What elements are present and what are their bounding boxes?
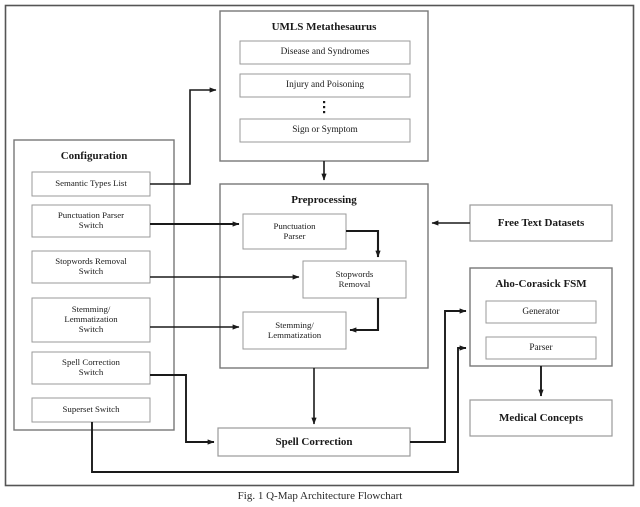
- connector-superset-to-aho-parser: [91, 345, 467, 473]
- aho-item-box-1: [485, 336, 597, 360]
- config-item-box-2: [31, 250, 151, 284]
- preproc-item-box-0: [242, 213, 347, 250]
- connector-semantic-to-umls: [150, 87, 217, 185]
- spell-correction-box: [217, 427, 411, 457]
- umls-item-box-1: [239, 73, 411, 98]
- config-item-box-5: [31, 397, 151, 423]
- connector-spell-correction-to-aho-generator: [410, 308, 467, 443]
- figure-frame: [4, 4, 635, 487]
- preproc-item-box-1: [302, 260, 407, 299]
- medical-concepts-box: [469, 399, 613, 437]
- connector-spell-switch-to-spell-correction: [150, 374, 215, 445]
- umls-ellipsis-dots: [323, 101, 326, 114]
- config-item-box-4: [31, 351, 151, 385]
- free-text-datasets-box: [469, 204, 613, 242]
- config-item-box-3: [31, 297, 151, 343]
- connector-stopwords-to-stemming: [349, 298, 380, 333]
- umls-item-box-0: [239, 40, 411, 65]
- connector-punct-parser-to-stopwords: [346, 229, 381, 258]
- config-item-box-0: [31, 171, 151, 197]
- aho-item-box-0: [485, 300, 597, 324]
- figure-caption: Fig. 1 Q-Map Architecture Flowchart: [237, 490, 403, 502]
- config-item-box-1: [31, 204, 151, 238]
- umls-item-box-2: [239, 118, 411, 143]
- preproc-item-box-2: [242, 311, 347, 350]
